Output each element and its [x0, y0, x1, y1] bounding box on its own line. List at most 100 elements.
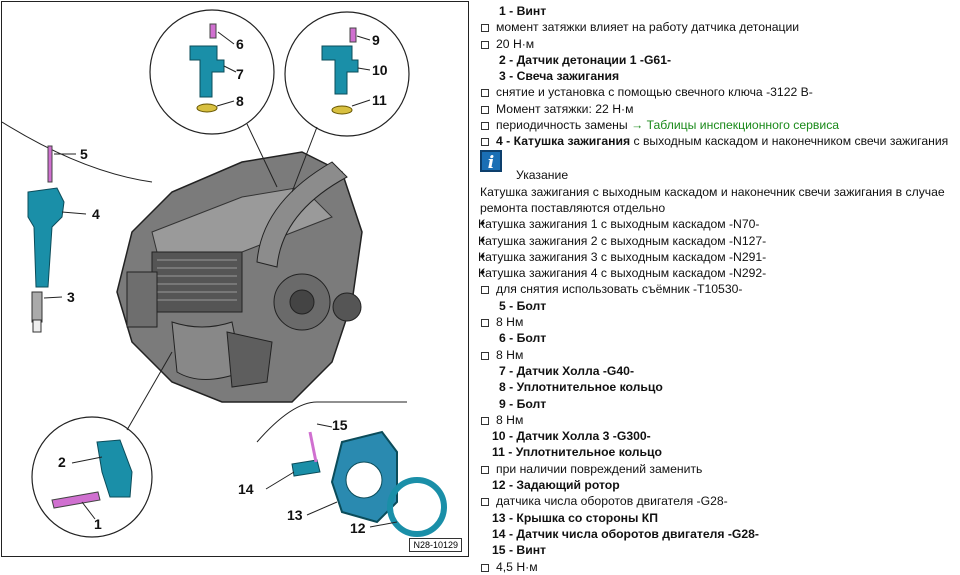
engine-block-illustration [116, 151, 363, 403]
callout-13: 13 [287, 507, 303, 523]
legend-bullet: 8 Нм [478, 412, 958, 428]
legend-item-text: Болт [516, 331, 547, 346]
callout-3: 3 [67, 289, 75, 305]
legend-item-text: Задающий ротор [516, 478, 620, 493]
square-bullet-icon [481, 24, 489, 33]
legend-bullet-text: 4,5 Н·м [496, 559, 538, 574]
callout-7: 7 [236, 66, 244, 82]
square-bullet-icon [481, 416, 489, 425]
legend-bullet-text: датчика числа оборотов двигателя -G28- [496, 494, 728, 509]
legend-bullet: датчика числа оборотов двигателя -G28- [478, 493, 958, 509]
callout-4: 4 [92, 206, 100, 222]
callout-14: 14 [238, 481, 254, 497]
square-bullet-icon [481, 563, 489, 572]
note-text: Катушка зажигания с выходным каскадом и … [478, 184, 958, 200]
callout-8: 8 [236, 93, 244, 109]
callout-12: 12 [350, 520, 366, 536]
diamond-bullet-icon: ♦ [480, 234, 486, 246]
engine-diagram: 6 7 8 9 10 11 5 4 3 2 1 15 14 13 12 [2, 9, 447, 538]
legend-bullet-text: снятие и установка с помощью свечного кл… [496, 85, 813, 100]
legend-item-text: Винт [516, 4, 547, 18]
legend-bullet: периодичность замены → Таблицы инспекцио… [478, 117, 958, 133]
legend-item-number: 1 - [499, 4, 514, 18]
legend-bullet-text: 20 Н·м [496, 36, 535, 51]
legend-item-number: 6 - [499, 331, 514, 346]
legend-bullet-text: Катушка зажигания 4 с выходным каскадом … [478, 266, 767, 281]
legend-item: 14 - Датчик числа оборотов двигателя -G2… [478, 526, 958, 542]
legend-item-number: 13 - [492, 510, 514, 525]
note-text-line: ремонта поставляются отдельно [480, 200, 666, 215]
legend-item-number: 3 - [499, 69, 514, 84]
square-bullet-icon [481, 40, 489, 49]
square-bullet-icon [481, 105, 489, 114]
callout-6: 6 [236, 36, 244, 52]
legend-bullet-text: момент затяжки влияет на работу датчика … [496, 20, 800, 35]
legend-bullet-text: 8 Нм [496, 347, 524, 362]
legend-bullet-diamond: ♦Катушка зажигания 3 с выходным каскадом… [478, 249, 958, 265]
detail-circle-g40 [149, 9, 278, 188]
legend-item-number: 12 - [492, 478, 514, 493]
legend-item-number: 9 - [499, 396, 514, 411]
legend-bullet: 20 Н·м [478, 36, 958, 52]
inspection-tables-link[interactable]: → Таблицы инспекционного сервиса [631, 118, 840, 133]
square-bullet-icon [481, 122, 489, 131]
legend-item-text: 4 - Катушка зажигания [496, 134, 631, 149]
exploded-view-figure: 6 7 8 9 10 11 5 4 3 2 1 15 14 13 12 N28-… [1, 1, 469, 557]
legend-bullet-text: для снятия использовать съёмник -T10530- [496, 282, 743, 297]
legend-bullet-text: 8 Нм [496, 315, 524, 330]
square-bullet-icon [481, 319, 489, 328]
legend-item: 7 - Датчик Холла -G40- [478, 363, 958, 379]
legend-item: 13 - Крышка со стороны КП [478, 510, 958, 526]
legend-item-text: Датчик Холла -G40- [516, 363, 635, 378]
legend-bullet-text: периодичность замены [496, 118, 632, 133]
detail-circle-g300 [284, 11, 410, 193]
info-icon: i [480, 149, 502, 173]
legend-bullet-diamond: ♦Катушка зажигания 4 с выходным каскадом… [478, 265, 958, 281]
diamond-bullet-icon: ♦ [480, 218, 486, 230]
legend-item-number: 5 - [499, 298, 514, 313]
legend-item: 3 - Свеча зажигания [478, 68, 958, 84]
legend-item-number: 15 - [492, 543, 514, 558]
legend-item: 1 - Винт [478, 3, 958, 19]
legend-item-text: Винт [516, 543, 547, 558]
legend-item-number: 8 - [499, 380, 514, 395]
legend-bullet-text: Момент затяжки: 22 Н·м [496, 101, 634, 116]
legend-item-number: 11 - [492, 445, 513, 460]
legend-bullet: 4,5 Н·м [478, 559, 958, 575]
legend-bullet: момент затяжки влияет на работу датчика … [478, 19, 958, 35]
legend-bullet-text: Катушка зажигания 2 с выходным каскадом … [478, 233, 767, 248]
legend-bullet: для снятия использовать съёмник -T10530- [478, 281, 958, 297]
legend-item: 9 - Болт [478, 396, 958, 412]
note-text-line: Катушка зажигания с выходным каскадом и … [480, 184, 945, 199]
legend-bullet-diamond: ♦Катушка зажигания 1 с выходным каскадом… [478, 216, 958, 232]
legend-bullet: при наличии повреждений заменить [478, 461, 958, 477]
legend-item: 12 - Задающий ротор [478, 477, 958, 493]
legend-item-text: Датчик Холла 3 -G300- [516, 429, 651, 444]
legend-item: 11 - Уплотнительное кольцо [478, 444, 958, 460]
legend-item-text: Болт [516, 298, 547, 313]
legend-item: 6 - Болт [478, 330, 958, 346]
square-bullet-icon [481, 498, 489, 507]
legend-item: 5 - Болт [478, 298, 958, 314]
legend-item: 8 - Уплотнительное кольцо [478, 379, 958, 395]
legend-bullet: 8 Нм [478, 314, 958, 330]
square-bullet-icon [481, 89, 489, 98]
detail-circle-g61 [31, 351, 173, 538]
legend-item-text: Датчик числа оборотов двигателя -G28- [516, 526, 759, 541]
legend-item-number: 10 - [492, 429, 514, 444]
legend-item-text: Уплотнительное кольцо [516, 380, 663, 395]
legend-item-number: 14 - [492, 526, 514, 541]
legend-item-text: Датчик детонации 1 -G61- [516, 52, 672, 67]
square-bullet-icon [481, 138, 489, 147]
square-bullet-icon [481, 351, 489, 360]
legend-bullet: Момент затяжки: 22 Н·м [478, 101, 958, 117]
ignition-coil-detail [2, 121, 153, 333]
callout-15: 15 [332, 417, 348, 433]
callout-10: 10 [372, 62, 388, 78]
legend-bullet-text: Катушка зажигания 1 с выходным каскадом … [478, 217, 760, 232]
legend-bullet: 8 Нм [478, 347, 958, 363]
callout-11: 11 [372, 92, 387, 108]
legend-item-text: Свеча зажигания [516, 69, 620, 84]
legend-item-text: Крышка со стороны КП [516, 510, 659, 525]
